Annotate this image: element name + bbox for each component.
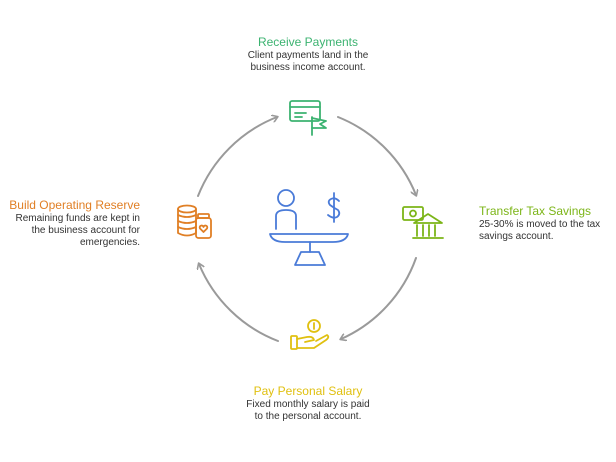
person-dollar-balance-icon: [269, 189, 349, 266]
step-title: Build Operating Reserve: [9, 198, 140, 212]
step-desc-line: 25-30% is moved to the tax: [479, 219, 601, 230]
step-title: Receive Payments: [257, 35, 359, 49]
step-desc-line: savings account.: [479, 231, 554, 242]
step-receive-payments: Receive Payments Client payments land in…: [218, 35, 398, 74]
step-desc-line: Fixed monthly salary is paid: [246, 399, 370, 410]
arrow-salary-to-reserve: [199, 264, 279, 342]
step-desc-line: the business account for: [31, 225, 140, 236]
step-build-operating-reserve: Build Operating Reserve Remaining funds …: [4, 198, 140, 249]
arrow-tax-to-salary: [341, 257, 417, 339]
coins-jar-icon: [177, 204, 212, 239]
step-title: Pay Personal Salary: [253, 384, 363, 398]
arrow-receive-to-tax: [337, 116, 416, 195]
arrow-reserve-to-receive: [197, 117, 277, 197]
credit-card-flag-icon: [289, 100, 327, 136]
step-desc-line: emergencies.: [79, 237, 140, 248]
step-desc-line: to the personal account.: [254, 411, 362, 422]
hand-coin-icon: [290, 319, 330, 350]
step-title: Transfer Tax Savings: [479, 204, 592, 218]
step-transfer-tax-savings: Transfer Tax Savings 25-30% is moved to …: [479, 204, 609, 243]
step-pay-personal-salary: Pay Personal Salary Fixed monthly salary…: [218, 384, 398, 423]
step-desc-line: Remaining funds are kept in: [15, 213, 140, 224]
cash-bank-icon: [402, 206, 444, 239]
step-desc-line: business income account.: [250, 62, 366, 73]
step-desc-line: Client payments land in the: [247, 50, 369, 61]
